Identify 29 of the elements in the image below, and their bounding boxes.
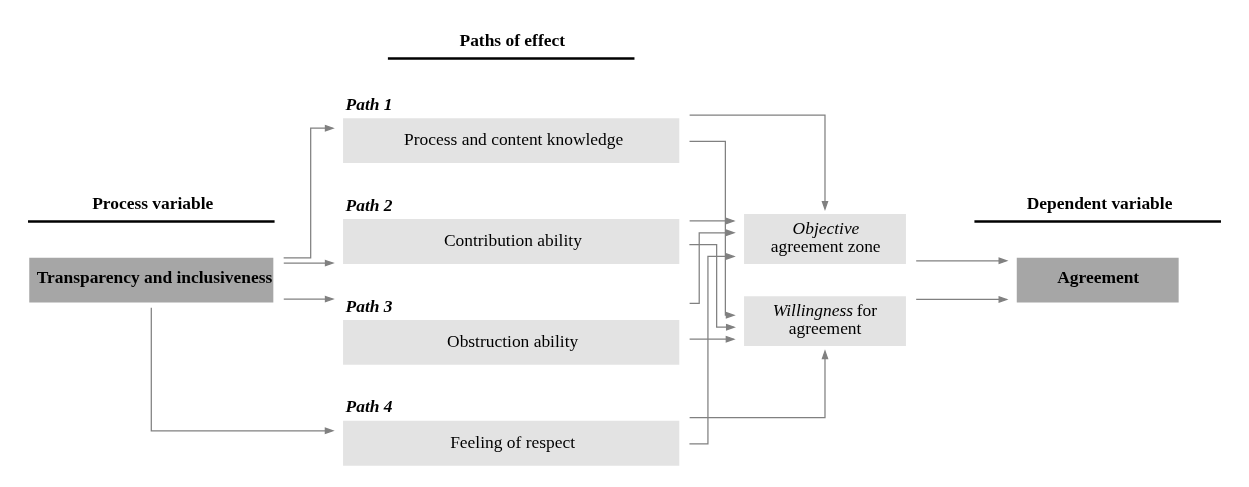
arrow: [688, 243, 736, 331]
node-box: Agreement: [1016, 257, 1179, 303]
node-box: Process and content knowledge: [343, 117, 680, 163]
arrow: [688, 252, 736, 444]
arrow: [689, 335, 736, 343]
node-label: Path 4: [345, 395, 393, 416]
arrow: [915, 256, 1009, 264]
label: Paths of effect: [459, 29, 565, 50]
label: Process variable: [92, 192, 214, 213]
arrow: [283, 124, 335, 259]
node-box: Contribution ability: [343, 218, 680, 264]
node-label: Path 3: [345, 294, 393, 315]
label: Dependent variable: [1026, 192, 1173, 213]
node-box: Transparency and inclusiveness: [29, 257, 274, 303]
arrow: [689, 114, 829, 211]
arrow: [150, 306, 335, 434]
arrow: [689, 228, 736, 304]
arrow: [283, 295, 335, 303]
node-box: Objective agreement zone: [744, 213, 906, 264]
node-label: Path 1: [345, 93, 393, 114]
node-box: Willingness for agreement: [744, 295, 906, 346]
node-box: Feeling of respect: [343, 420, 680, 466]
arrow: [283, 259, 335, 267]
arrow: [689, 216, 736, 224]
arrow: [688, 140, 736, 319]
node-label: Path 2: [345, 194, 393, 215]
node-box: Obstruction ability: [343, 319, 680, 365]
arrow: [689, 348, 829, 418]
arrow: [915, 295, 1009, 303]
